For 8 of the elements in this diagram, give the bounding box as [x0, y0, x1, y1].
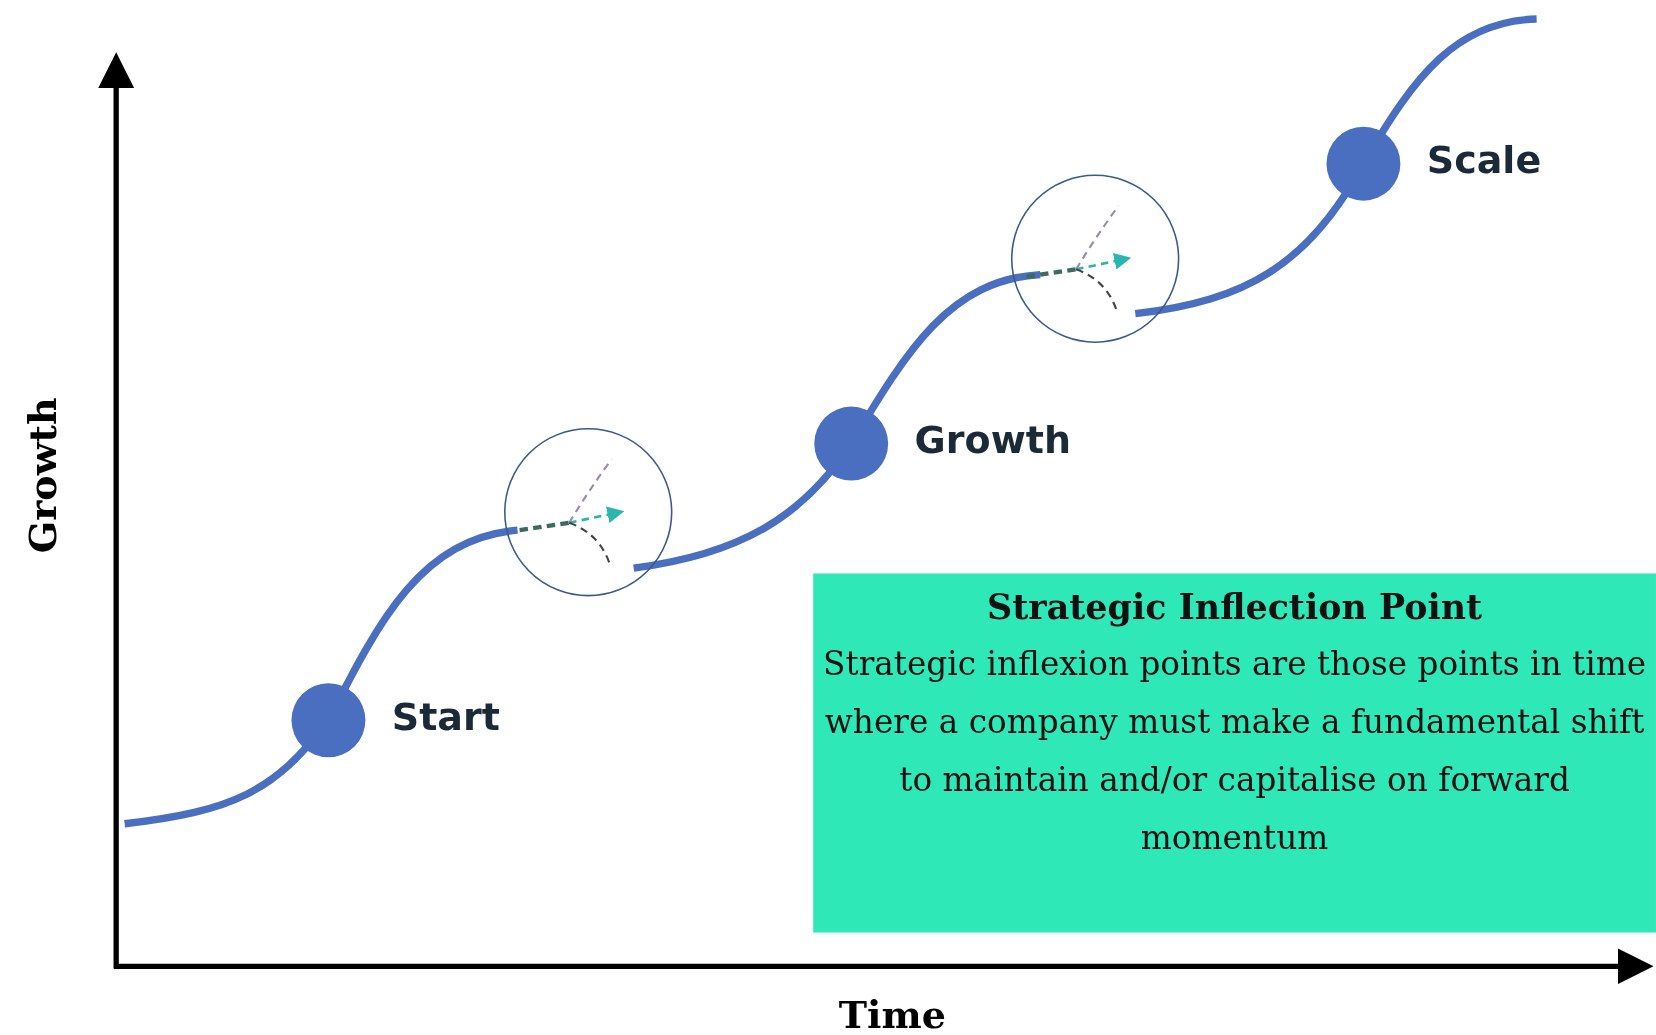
axis-label: Growth [20, 397, 65, 554]
info-box [813, 573, 1656, 933]
milestone-label: Start [391, 694, 500, 739]
box-text: Strategic inflexion points are those points in time where a company must make a fundamental shift to maintain and/or capitalise on forward momentum [822, 643, 1648, 859]
box-heading: Strategic Inflection Point [986, 585, 1484, 630]
axis-label: Time [838, 991, 946, 1035]
milestone-label: Growth [914, 418, 1072, 462]
milestone-label: Scale [1426, 138, 1542, 182]
